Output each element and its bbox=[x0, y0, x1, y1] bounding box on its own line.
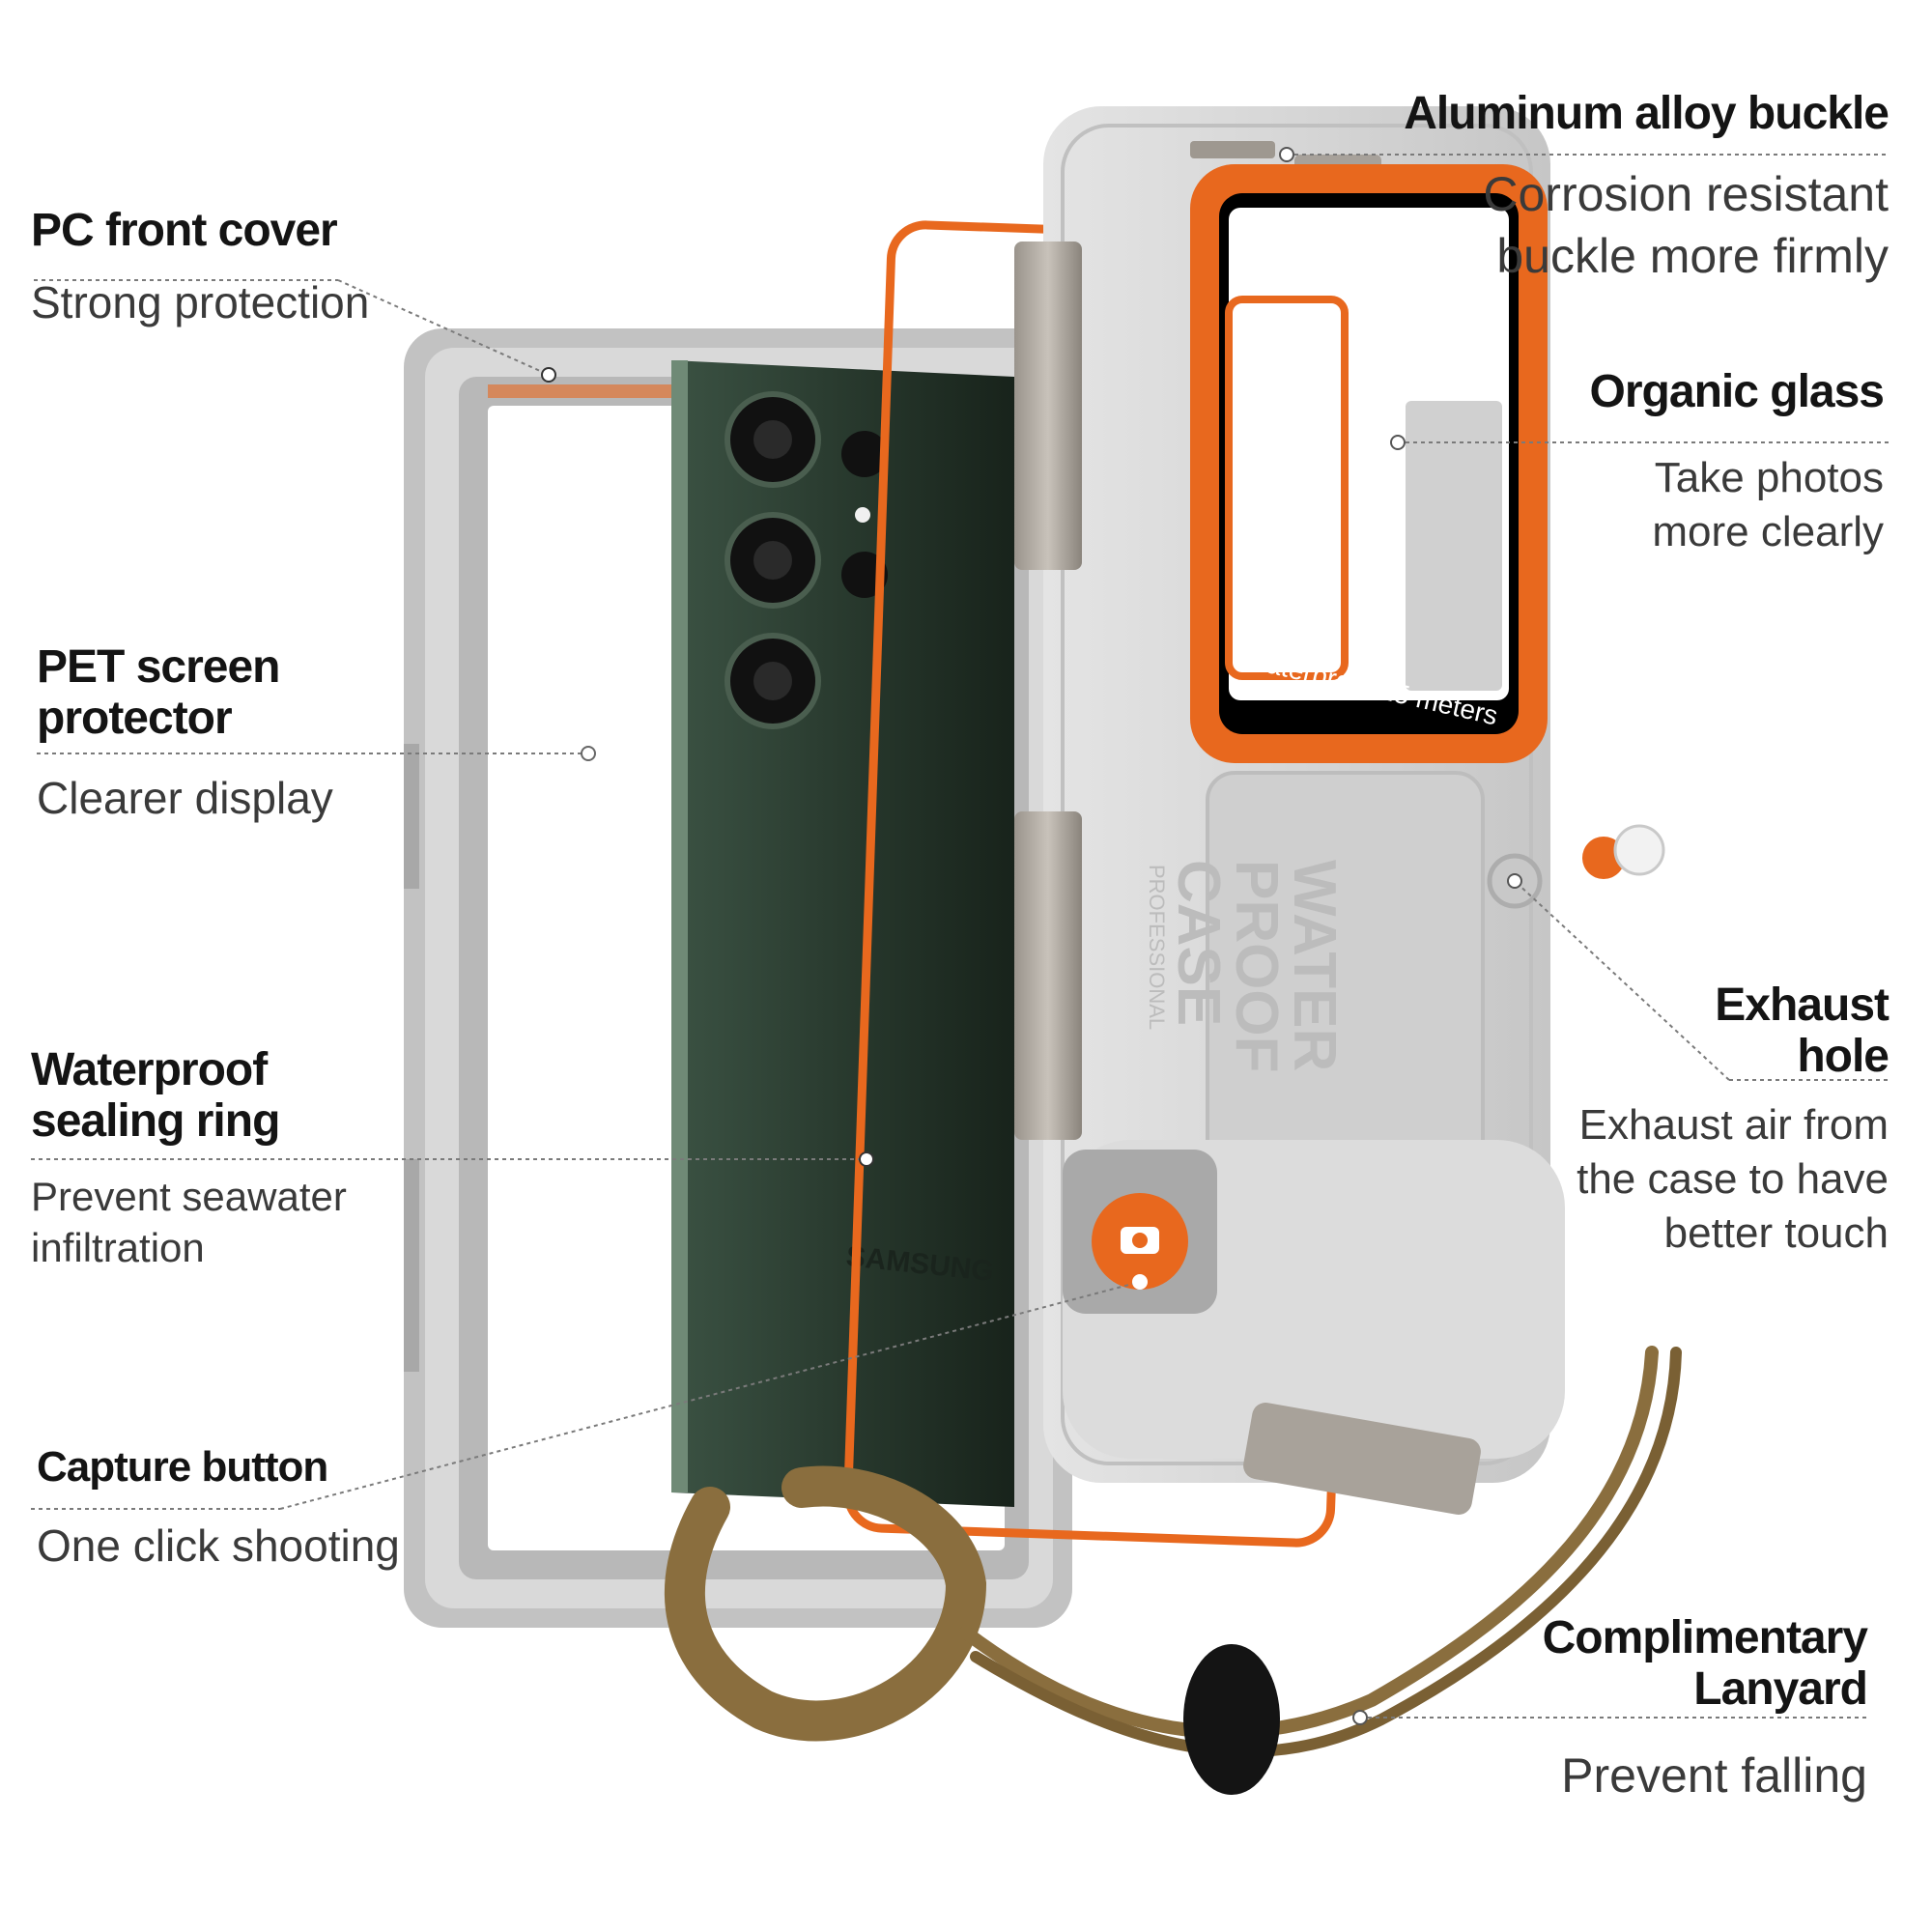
back-case: Waterproof 15 meters WATER PROOF CASE PR… bbox=[1014, 106, 1565, 1516]
callout-desc: One click shooting bbox=[37, 1520, 400, 1572]
svg-text:PROOF: PROOF bbox=[1223, 860, 1290, 1072]
hinge-bottom bbox=[1014, 811, 1082, 1140]
callout-title: Waterproof sealing ring bbox=[31, 1044, 280, 1147]
callout-pc-front-cover: PC front cover Strong protection bbox=[31, 205, 370, 331]
callout-title: Exhaust hole bbox=[1715, 980, 1889, 1082]
callout-title: Complimentary Lanyard bbox=[1542, 1612, 1868, 1715]
callout-title: Organic glass bbox=[1589, 366, 1885, 417]
exhaust-plug bbox=[1582, 824, 1665, 879]
callout-pet-screen-protector: PET screen protector Clearer display bbox=[37, 641, 333, 826]
lanyard bbox=[665, 1346, 1682, 1795]
anchor-dots bbox=[541, 147, 1522, 1725]
callout-desc: Corrosion resistant buckle more firmly bbox=[1483, 166, 1889, 283]
phone: SAMSUNG bbox=[671, 360, 1014, 1507]
svg-text:PROFESSIONAL: PROFESSIONAL bbox=[1145, 865, 1169, 1030]
callout-sealing-ring: Waterproof sealing ring Prevent seawater… bbox=[31, 1044, 347, 1274]
callout-lanyard: Complimentary Lanyard Prevent falling bbox=[1542, 1612, 1868, 1806]
svg-text:WATER: WATER bbox=[1281, 860, 1348, 1071]
callout-desc: Clearer display bbox=[37, 772, 333, 823]
cord-lock bbox=[1183, 1644, 1280, 1795]
callout-organic-glass: Organic glass Take photos more clearly bbox=[1589, 366, 1885, 559]
svg-text:CASE: CASE bbox=[1165, 860, 1232, 1026]
callout-title: PET screen protector bbox=[37, 641, 280, 744]
callout-title: Aluminum alloy buckle bbox=[1404, 88, 1889, 139]
capture-button bbox=[1063, 1150, 1217, 1314]
callout-desc: Prevent falling bbox=[1561, 1747, 1867, 1803]
hinge-top bbox=[1014, 242, 1082, 570]
callout-desc: Take photos more clearly bbox=[1652, 453, 1884, 556]
camera-lenses bbox=[724, 391, 888, 729]
callout-desc: Prevent seawater infiltration bbox=[31, 1173, 347, 1271]
callout-exhaust-hole: Exhaust hole Exhaust air from the case t… bbox=[1577, 980, 1889, 1262]
callout-desc: Strong protection bbox=[31, 276, 370, 327]
leader-lines bbox=[31, 154, 1889, 1719]
callout-aluminum-buckle: Aluminum alloy buckle Corrosion resistan… bbox=[1404, 88, 1889, 287]
back-logo: WATER PROOF CASE PROFESSIONAL bbox=[1145, 860, 1348, 1072]
callout-desc: Exhaust air from the case to have better… bbox=[1577, 1100, 1889, 1258]
callout-title: PC front cover bbox=[31, 205, 338, 256]
aluminum-buckle bbox=[1190, 141, 1275, 158]
callout-capture-button: Capture button One click shooting bbox=[37, 1443, 400, 1575]
callout-title: Capture button bbox=[37, 1443, 328, 1491]
